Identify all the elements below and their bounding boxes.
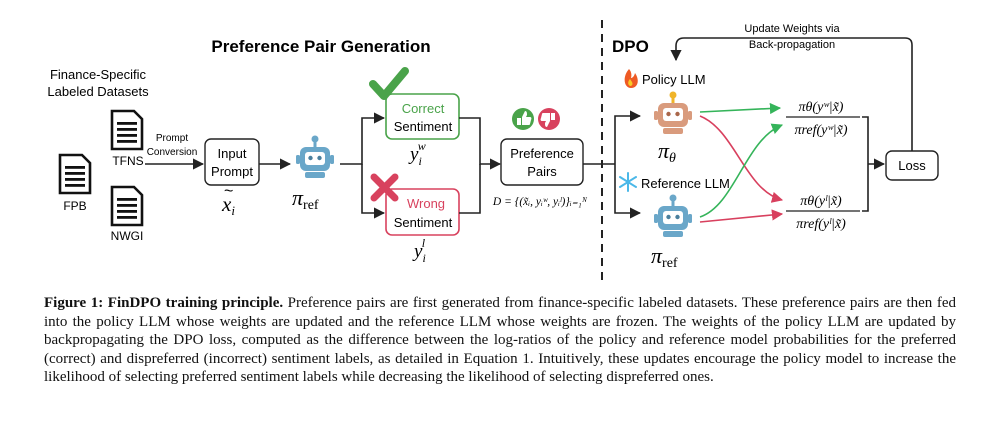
dataset-tfns: TFNS — [112, 154, 143, 168]
reference-llm-label: Reference LLM — [641, 176, 730, 191]
policy-llm-label: Policy LLM — [642, 72, 706, 87]
wrong-sentiment-box — [385, 188, 460, 236]
caption-label: Figure 1: FinDPO training principle. — [44, 295, 284, 311]
pair-generation-title: Preference Pair Generation — [211, 37, 430, 56]
arrow-wrong-to-pairs — [459, 164, 481, 214]
pi-ref-right: πref — [651, 243, 678, 271]
arrow-to-policy — [614, 110, 642, 164]
arrow-reference-to-bottom — [699, 209, 784, 223]
document-icon — [110, 109, 144, 151]
input-prompt-tilde: ~ — [224, 183, 233, 200]
datasets-heading-line2: Labeled Datasets — [47, 84, 149, 99]
dataset-formula: D = {(x̃ᵢ, yᵢʷ, yᵢˡ)}ᵢ₌₁ᴺ — [492, 196, 588, 208]
input-prompt-line2: Prompt — [211, 164, 253, 179]
document-icon — [58, 153, 92, 195]
checkmark-icon — [369, 67, 409, 100]
loss-label: Loss — [898, 158, 926, 173]
figure-caption: Figure 1: FinDPO training principle. Pre… — [44, 294, 956, 387]
arrow-ref-to-wrong — [361, 164, 386, 219]
dpo-title: DPO — [612, 37, 649, 56]
ratio-bottom-numerator: πθ(yˡ|x̃) — [800, 194, 842, 209]
pi-ref-left: πref — [292, 185, 319, 213]
dataset-fpb: FPB — [63, 199, 86, 213]
arrow-ref-to-correct — [340, 112, 386, 165]
input-prompt-line1: Input — [218, 146, 247, 161]
datasets-heading-line1: Finance-Specific — [50, 67, 147, 82]
policy-robot-icon — [652, 90, 694, 136]
update-weights-line2: Back-propagation — [749, 39, 835, 51]
ratio-top-denominator: πref(yʷ|x̃) — [794, 123, 847, 138]
document-icon — [110, 185, 144, 227]
correct-symbol: yiw — [408, 139, 426, 168]
wrong-line2: Sentiment — [394, 215, 453, 230]
arrow-policy-to-bottom — [699, 115, 784, 203]
arrow-policy-to-top — [699, 102, 782, 115]
preference-line1: Preference — [510, 146, 574, 161]
arrow-reference-to-top — [699, 123, 784, 218]
cross-icon — [370, 173, 399, 202]
caption-text: Preference pairs are first generated fro… — [44, 295, 956, 386]
preference-pairs-box — [500, 138, 584, 186]
reference-robot-icon — [294, 134, 336, 180]
input-prompt-box — [204, 138, 260, 186]
pi-theta: πθ — [658, 138, 676, 166]
preference-line2: Pairs — [527, 164, 557, 179]
input-prompt-symbol: xi — [221, 192, 235, 218]
correct-line2: Sentiment — [394, 119, 453, 134]
correct-line1: Correct — [402, 101, 445, 116]
dataset-nwgi: NWGI — [111, 229, 144, 243]
prompt-conversion-line1: Prompt — [156, 133, 188, 144]
arrow-ratios-to-loss — [862, 116, 884, 212]
arrow-to-reference — [614, 164, 642, 219]
ratio-top-numerator: πθ(yʷ|x̃) — [799, 100, 844, 115]
snowflake-icon — [619, 172, 637, 192]
thumbs-down-icon — [538, 108, 560, 130]
update-weights-line1: Update Weights via — [744, 23, 840, 35]
ratio-bottom-denominator: πref(yˡ|x̃) — [796, 217, 846, 232]
thumbs-up-icon — [512, 108, 534, 130]
arrow-backprop — [670, 37, 913, 151]
prompt-conversion-line2: Conversion — [147, 147, 198, 158]
wrong-symbol: yil — [412, 236, 426, 265]
reference-robot-icon-right — [652, 193, 694, 239]
finDPO-diagram: Preference Pair Generation DPO Finance-S… — [47, 20, 939, 280]
fire-icon — [624, 69, 638, 88]
arrow-correct-to-pairs — [459, 117, 502, 170]
correct-sentiment-box — [385, 93, 460, 140]
wrong-line1: Wrong — [407, 196, 445, 211]
